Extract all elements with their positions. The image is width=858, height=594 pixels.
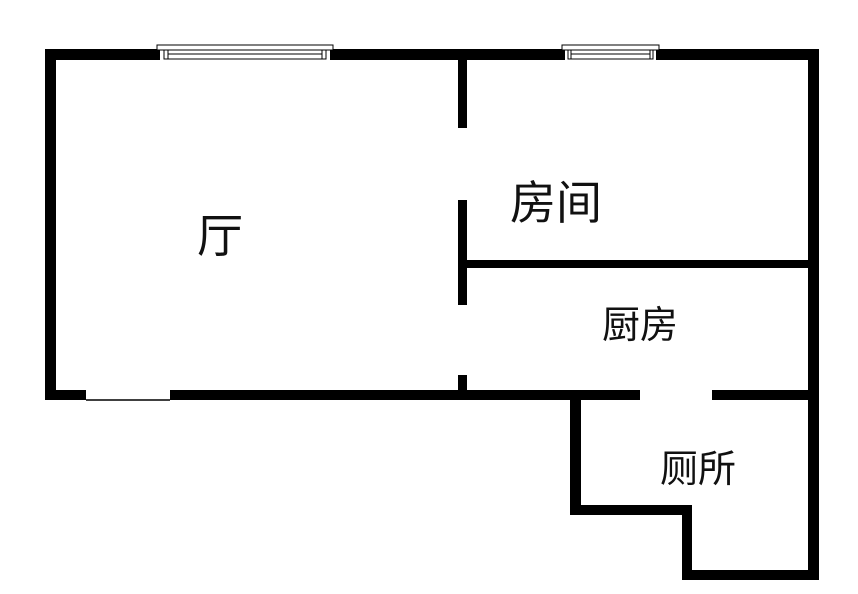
partition-1 bbox=[458, 60, 467, 128]
wall-bottom-mid bbox=[170, 390, 640, 400]
wall-toilet-inner bbox=[682, 505, 692, 580]
wall-top-right bbox=[656, 49, 819, 60]
wall-top-left bbox=[45, 49, 160, 60]
partition-2 bbox=[458, 200, 467, 305]
wall-bedroom-kitchen bbox=[467, 260, 808, 268]
wall-right bbox=[808, 49, 819, 580]
wall-toilet-bottom bbox=[682, 570, 819, 580]
partition-3 bbox=[458, 375, 467, 390]
window-bedroom bbox=[561, 44, 660, 60]
room-label-living-room: 厅 bbox=[197, 209, 243, 263]
wall-top-mid bbox=[330, 49, 565, 60]
wall-bottom-left bbox=[45, 390, 86, 400]
wall-toilet-step bbox=[570, 505, 692, 515]
wall-bottom-right bbox=[712, 390, 819, 400]
wall-left bbox=[45, 49, 56, 400]
wall-toilet-left bbox=[570, 400, 581, 515]
room-label-toilet: 厕所 bbox=[660, 447, 737, 491]
window-living-room bbox=[156, 44, 334, 60]
walls bbox=[45, 49, 819, 580]
room-label-bedroom: 房间 bbox=[510, 176, 602, 230]
room-label-kitchen: 厨房 bbox=[602, 303, 679, 347]
